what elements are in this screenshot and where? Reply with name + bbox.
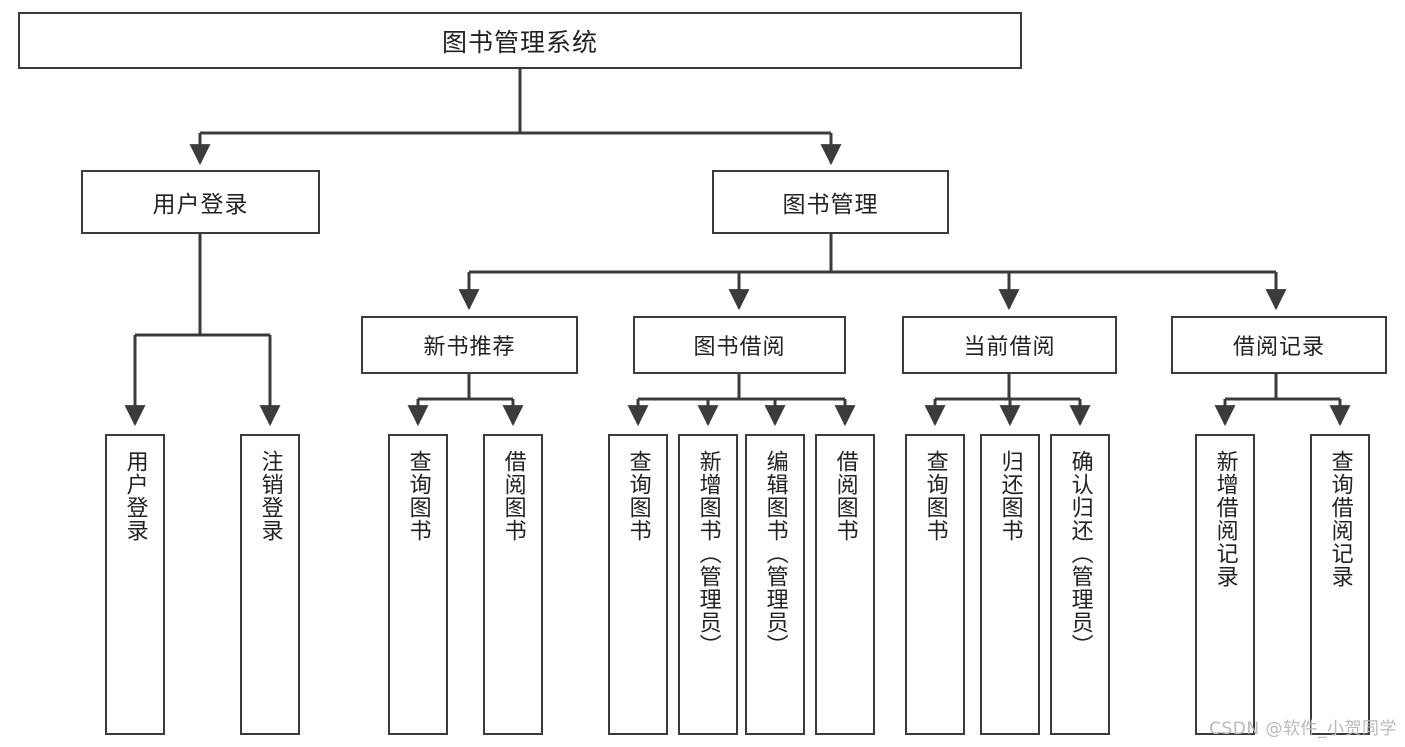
node-user-login-label: 用户登录 <box>152 192 249 218</box>
node-leaf-query-book-1[interactable]: 查询图书 <box>388 434 448 735</box>
node-current-borrow[interactable]: 当前借阅 <box>902 316 1117 374</box>
node-leaf-user-logout-label: 注销登录 <box>257 450 283 542</box>
node-new-book-rec-label: 新书推荐 <box>423 335 516 360</box>
node-borrow-record-label: 借阅记录 <box>1232 335 1325 360</box>
node-current-borrow-label: 当前借阅 <box>963 335 1056 360</box>
node-leaf-query-record[interactable]: 查询借阅记录 <box>1310 434 1370 735</box>
node-leaf-user-login[interactable]: 用户登录 <box>105 434 165 735</box>
node-leaf-return-book-label: 归还图书 <box>997 450 1023 542</box>
node-leaf-confirm-return-label: 确认归还（管理员） <box>1067 450 1093 657</box>
node-leaf-query-book-3-label: 查询图书 <box>922 450 948 542</box>
node-leaf-query-book-2-label: 查询图书 <box>625 450 651 542</box>
node-leaf-query-record-label: 查询借阅记录 <box>1327 450 1353 588</box>
node-user-login[interactable]: 用户登录 <box>81 170 320 234</box>
node-leaf-edit-book-label: 编辑图书（管理员） <box>762 450 788 657</box>
node-leaf-edit-book[interactable]: 编辑图书（管理员） <box>745 434 805 735</box>
watermark-text: CSDN @软件_小贺同学 <box>1209 719 1397 739</box>
node-leaf-add-book[interactable]: 新增图书（管理员） <box>678 434 738 735</box>
node-leaf-user-logout[interactable]: 注销登录 <box>240 434 300 735</box>
node-book-manage[interactable]: 图书管理 <box>712 170 949 234</box>
node-leaf-user-login-label: 用户登录 <box>122 450 148 542</box>
node-leaf-query-book-2[interactable]: 查询图书 <box>608 434 668 735</box>
node-book-borrow[interactable]: 图书借阅 <box>633 316 846 374</box>
node-leaf-add-record-label: 新增借阅记录 <box>1212 450 1238 588</box>
node-book-borrow-label: 图书借阅 <box>693 335 786 360</box>
node-leaf-borrow-book-1[interactable]: 借阅图书 <box>483 434 543 735</box>
node-leaf-borrow-book-1-label: 借阅图书 <box>500 450 526 542</box>
node-borrow-record[interactable]: 借阅记录 <box>1171 316 1387 374</box>
node-leaf-borrow-book-2-label: 借阅图书 <box>832 450 858 542</box>
node-leaf-borrow-book-2[interactable]: 借阅图书 <box>815 434 875 735</box>
node-leaf-confirm-return[interactable]: 确认归还（管理员） <box>1050 434 1110 735</box>
node-root-label: 图书管理系统 <box>441 27 598 57</box>
node-leaf-add-record[interactable]: 新增借阅记录 <box>1195 434 1255 735</box>
node-leaf-query-book-3[interactable]: 查询图书 <box>905 434 965 735</box>
node-leaf-add-book-label: 新增图书（管理员） <box>695 450 721 657</box>
node-book-manage-label: 图书管理 <box>782 192 879 218</box>
node-leaf-return-book[interactable]: 归还图书 <box>980 434 1040 735</box>
node-root[interactable]: 图书管理系统 <box>18 12 1022 69</box>
node-new-book-rec[interactable]: 新书推荐 <box>361 316 578 374</box>
node-leaf-query-book-1-label: 查询图书 <box>405 450 431 542</box>
